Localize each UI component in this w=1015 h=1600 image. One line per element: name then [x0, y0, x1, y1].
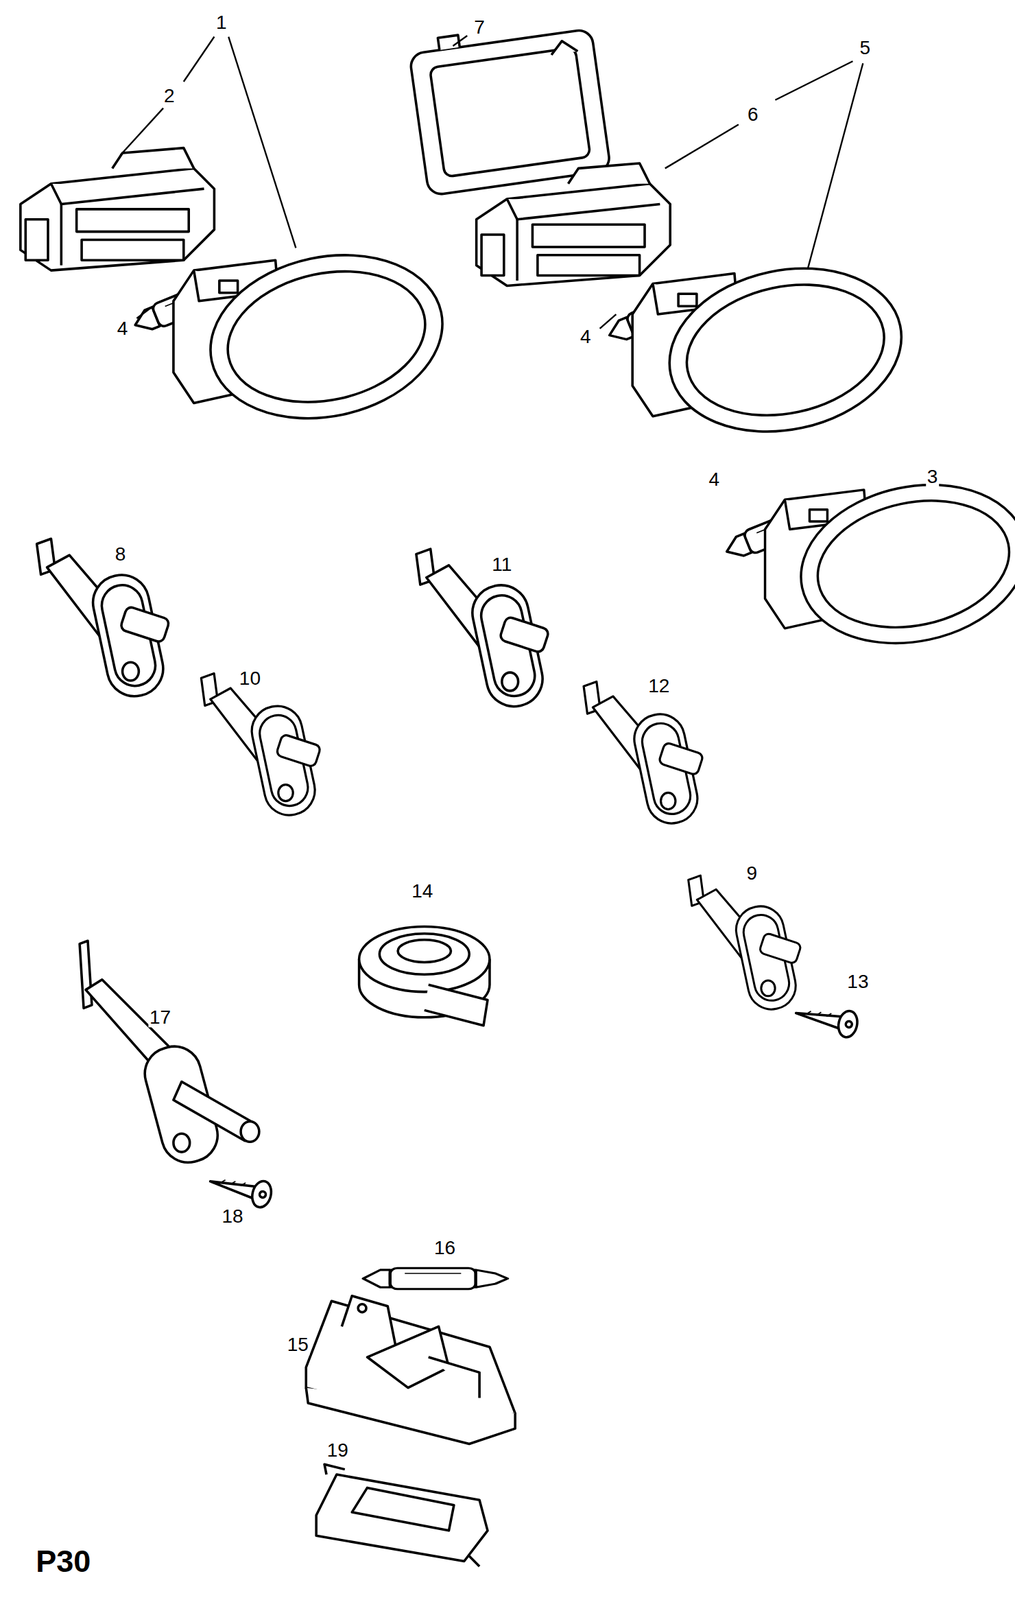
callout-number: 8: [113, 543, 128, 564]
figure-code: P30: [34, 1544, 92, 1577]
callout-number: 17: [148, 1006, 173, 1027]
callout-number: 4: [707, 469, 721, 489]
callout-number: 19: [325, 1439, 350, 1460]
callout-number: 18: [220, 1205, 245, 1226]
callout-number: 14: [410, 880, 435, 901]
callout-number: 4: [115, 318, 130, 339]
callout-number: 11: [490, 554, 513, 575]
callout-number: 15: [285, 1334, 310, 1355]
callout-number: 1: [214, 12, 229, 33]
callout-number: 2: [162, 85, 177, 106]
callout-number: 7: [472, 17, 487, 38]
callout-number: 3: [925, 466, 940, 487]
callout-number: 13: [845, 971, 870, 991]
callout-number: 10: [237, 667, 262, 688]
callout-number: 4: [578, 326, 593, 347]
callout-number: 9: [744, 863, 759, 884]
callout-number: 12: [646, 675, 671, 696]
callout-number: 5: [858, 37, 873, 58]
callout-number: 6: [746, 104, 760, 125]
callout-number: 16: [432, 1237, 457, 1258]
